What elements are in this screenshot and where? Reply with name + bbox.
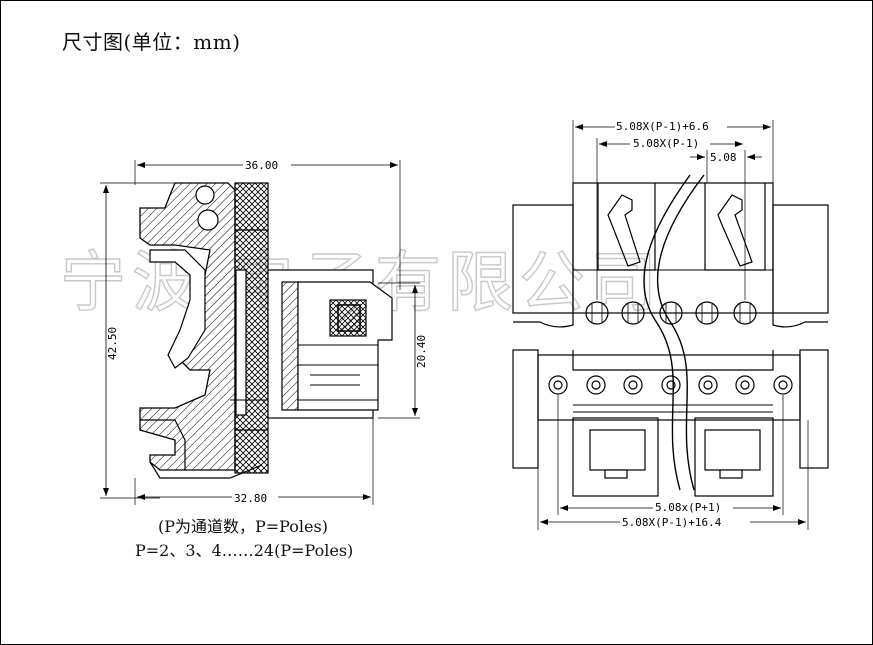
header-holes xyxy=(585,301,757,325)
dim-side-height: 42.50 xyxy=(106,327,119,360)
wire-entry-right xyxy=(694,417,774,497)
mount-ear-left-upper xyxy=(512,204,574,314)
mount-ear-left-lower xyxy=(512,349,539,469)
dim-side-width-top: 36.00 xyxy=(245,159,278,172)
clamp-hole-top xyxy=(195,185,215,205)
dim-front-span-bottom: 5.08x(P+1) xyxy=(655,501,721,514)
mount-ear-right-lower xyxy=(799,349,829,469)
plug-lines xyxy=(298,344,378,401)
break-line-left xyxy=(643,174,691,491)
dim-front-pitch-span: 5.08X(P-1) xyxy=(633,137,699,150)
plug-section xyxy=(281,281,299,411)
latch-right xyxy=(717,194,753,267)
wire-entry-right-inner xyxy=(704,429,761,471)
wire-entry-left xyxy=(572,417,659,497)
dim-front-total-bottom: 5.08X(P-1)+16.4 xyxy=(622,516,722,529)
plug-nose xyxy=(297,281,393,411)
poles-note: (P为通道数，P=Poles) xyxy=(158,517,328,536)
mount-ear-right-upper xyxy=(772,204,829,314)
poles-range-note: P=2、3、4……24(P=Poles) xyxy=(135,541,354,560)
plug-screws xyxy=(548,375,793,395)
break-line-right xyxy=(656,174,705,491)
screw-thread xyxy=(337,304,361,332)
dim-side-width-bottom: 32.80 xyxy=(234,492,267,505)
plug-outline xyxy=(537,354,801,421)
clamp-hole-bottom xyxy=(197,209,219,231)
dim-side-height-inner: 20.40 xyxy=(415,335,428,368)
wire-tab-right xyxy=(719,469,743,479)
plug-top-ridge xyxy=(572,350,774,371)
rail-hook xyxy=(140,419,186,470)
wire-entry-left-inner xyxy=(589,429,646,471)
notch-right xyxy=(772,313,828,328)
wire-tab-left xyxy=(604,469,628,479)
dim-front-total-top: 5.08X(P-1)+6.6 xyxy=(616,120,709,133)
clamp-cavity xyxy=(149,249,206,369)
chamber-step xyxy=(235,229,268,431)
drawing-title: 尺寸图(单位：mm) xyxy=(62,30,241,54)
notch-left xyxy=(513,313,574,328)
side-view xyxy=(100,160,420,505)
latch-left xyxy=(607,194,641,267)
front-view xyxy=(512,120,829,530)
dim-front-pitch: 5.08 xyxy=(710,151,737,164)
chamber-bar xyxy=(235,269,247,416)
